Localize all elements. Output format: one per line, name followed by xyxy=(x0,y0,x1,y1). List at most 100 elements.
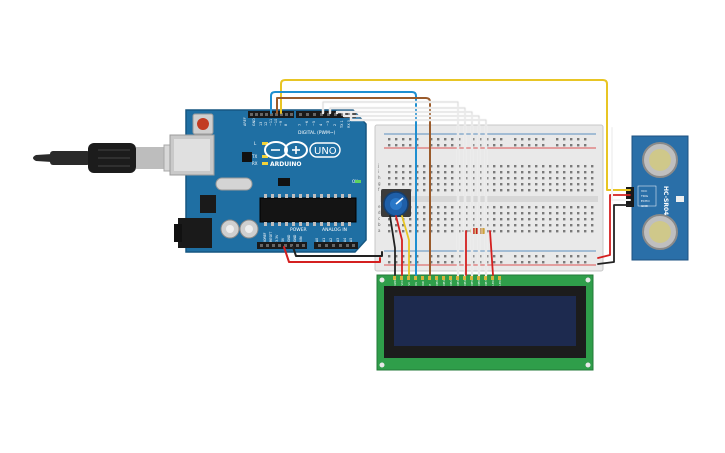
pin-aref-label: AREF xyxy=(243,117,247,126)
row-label-h: h xyxy=(378,175,381,180)
wire-white-4-outline xyxy=(343,112,480,276)
row-label-b: b xyxy=(378,222,381,227)
lcd-pin[interactable] xyxy=(442,276,445,280)
pin-5-label: ~5 xyxy=(312,121,316,126)
lcd-pin-label: LED xyxy=(491,280,495,285)
lcd-pin-label: DB3 xyxy=(456,280,460,286)
potentiometer[interactable] xyxy=(381,189,411,217)
row-label-i: i xyxy=(378,169,379,174)
lcd-pin[interactable] xyxy=(491,276,494,280)
wire-red-led-2 xyxy=(489,230,494,276)
pin-3v3-label: 3.3V xyxy=(275,234,279,242)
lcd-pin[interactable] xyxy=(470,276,473,280)
lcd-pin[interactable] xyxy=(477,276,480,280)
analog-header[interactable] xyxy=(314,242,358,249)
lcd-pin-label: DB0 xyxy=(435,280,439,286)
wire-white-echo xyxy=(611,127,631,201)
lcd-pin[interactable] xyxy=(498,276,501,280)
lcd-pin[interactable] xyxy=(428,276,431,280)
lcd-screen xyxy=(394,296,576,346)
pin-6-label: ~6 xyxy=(305,121,309,126)
pin-5v-label: 5V xyxy=(281,237,285,242)
wire-red-sensor xyxy=(597,194,631,259)
lcd-pin[interactable] xyxy=(407,276,410,280)
row-label-a: a xyxy=(378,228,381,233)
lcd-pin[interactable] xyxy=(456,276,459,280)
wire-white-1-outline xyxy=(322,101,459,276)
lcd-pin-label: VCC xyxy=(400,280,404,286)
wire-black-gnd xyxy=(292,246,383,257)
lcd-pin[interactable] xyxy=(393,276,396,280)
wire-white-2-outline xyxy=(329,107,466,276)
lcd-pin[interactable] xyxy=(484,276,487,280)
digital-header-label: DIGITAL (PWM~) xyxy=(298,130,336,136)
pin-a0-label: A0 xyxy=(315,238,319,242)
wires xyxy=(270,79,631,277)
wire-black-sensor xyxy=(597,204,631,265)
wire-red-5v xyxy=(283,246,381,263)
analog-in-label: ANALOG IN xyxy=(322,227,347,233)
lcd-pin[interactable] xyxy=(414,276,417,280)
sensor-pin-trig-label: TRIG xyxy=(640,194,649,198)
pin-a3-label: A3 xyxy=(336,238,340,242)
power-header[interactable] xyxy=(257,242,307,249)
wire-yellow-pot xyxy=(401,215,410,276)
lcd-pin-label: DB4 xyxy=(463,280,467,286)
pin-10-label: ~10 xyxy=(274,119,278,126)
usb-cable xyxy=(33,143,191,173)
lcd-pin[interactable] xyxy=(449,276,452,280)
pin-4-label: 4 xyxy=(319,124,323,126)
row-label-d: d xyxy=(378,210,381,215)
pin-gnd-label: GND xyxy=(252,118,256,126)
pin-9-label: ~9 xyxy=(279,121,283,126)
power-label: POWER xyxy=(290,227,307,233)
pin-8-label: 8 xyxy=(284,124,288,126)
reset-button[interactable] xyxy=(197,118,209,130)
wire-black-pot xyxy=(389,215,396,276)
l-led-label: L xyxy=(254,141,257,146)
sensor-model-label: HC-SR04 xyxy=(662,186,669,215)
sensor-pin-gnd-label: GND xyxy=(641,204,649,208)
arduino-brand-label: ARDUINO xyxy=(270,161,301,168)
row-label-f: f xyxy=(378,187,380,192)
lcd-pin-label: DB5 xyxy=(470,280,474,286)
arduino-logo xyxy=(264,141,308,159)
lcd-pin-label: DB7 xyxy=(484,280,488,286)
lcd-pin-label: DB2 xyxy=(449,280,453,286)
sensor-pin-vcc-label: VCC xyxy=(641,189,647,193)
lcd-pin[interactable] xyxy=(421,276,424,280)
rx-led-label: RX xyxy=(252,161,258,166)
arduino-uno-board: L TX RX ARDUINO UNO AREF GND 13 12 ~11 ~… xyxy=(169,109,367,253)
arduino-model-label: UNO xyxy=(314,146,337,157)
row-label-c: c xyxy=(378,216,380,221)
sensor-pin-header[interactable] xyxy=(626,187,634,207)
lcd-pin[interactable] xyxy=(435,276,438,280)
pin-1-label: TX 1 xyxy=(340,120,344,129)
pin-a1-label: A1 xyxy=(322,238,326,242)
pin-ioref-label: IOREF xyxy=(263,232,267,242)
lcd-pin-label: LED xyxy=(498,280,502,285)
digital-header-low[interactable] xyxy=(296,111,356,118)
pin-12-label: 12 xyxy=(264,122,268,126)
pin-a2-label: A2 xyxy=(329,238,333,242)
lcd-pin[interactable] xyxy=(463,276,466,280)
sensor-pin-echo-label: ECHO xyxy=(641,199,650,203)
lcd-pin-label: DB1 xyxy=(442,280,446,286)
lcd-pin-label: RW xyxy=(421,281,425,286)
wire-yellow xyxy=(280,79,631,191)
wire-blue xyxy=(270,91,417,276)
lcd-pin-label: E xyxy=(428,284,432,286)
ultrasonic-sensor: VCC TRIG ECHO GND HC-SR04 xyxy=(626,135,689,261)
pin-0-label: RX 0 xyxy=(347,120,351,128)
pin-a4-label: A4 xyxy=(343,238,347,242)
lcd-pin[interactable] xyxy=(400,276,403,280)
pin-11-label: ~11 xyxy=(269,119,273,126)
tx-led-label: TX xyxy=(251,154,257,159)
pin-gnd3-label: GND xyxy=(293,234,297,242)
wire-white-3-outline xyxy=(336,111,473,276)
pin-2-label: 2 xyxy=(333,124,337,126)
pin-vin-label: VIN xyxy=(299,236,303,242)
